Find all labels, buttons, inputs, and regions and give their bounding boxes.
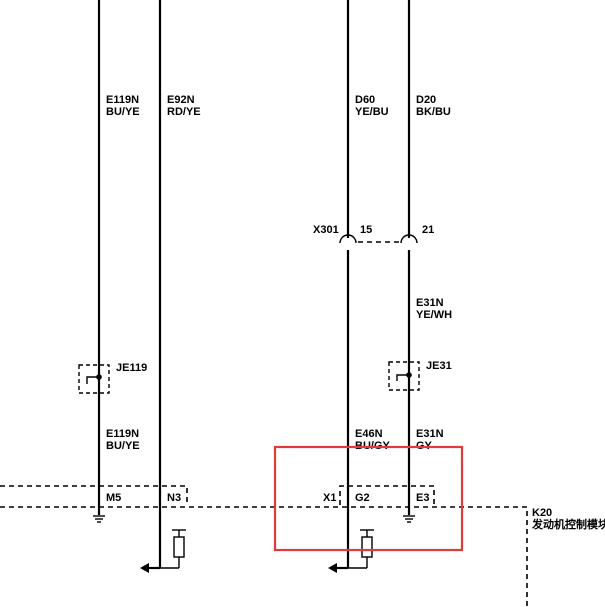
module-boundary (0, 506, 528, 607)
wire-label-e92n-top: E92N (167, 94, 195, 106)
splice-je31-label: JE31 (426, 360, 452, 372)
module-pin-n3: N3 (167, 492, 181, 504)
module-connector-right-block (339, 485, 435, 505)
module-id: K20 (532, 507, 552, 519)
connector-x301-pin21-label: 21 (422, 224, 434, 236)
connector-x301-pin15-arc[interactable] (339, 234, 357, 244)
module-pin-x1: X1 (323, 492, 336, 504)
resistor-icon (348, 529, 374, 569)
module-pin-m5: M5 (106, 492, 121, 504)
ground-icon (93, 515, 105, 523)
splice-je119[interactable] (78, 364, 110, 394)
module-pin-g2: G2 (355, 492, 370, 504)
wire-label-d60: D60 (355, 94, 375, 106)
module-connector-left-block (0, 485, 188, 505)
wire-color-e119n-bottom: BU/YE (106, 440, 140, 452)
ground-icon (403, 515, 415, 523)
wire-color-e119n-top: BU/YE (106, 106, 140, 118)
arrow-left-icon (140, 563, 160, 573)
resistor-icon (160, 529, 186, 569)
connector-x301-pin15-label: 15 (360, 224, 372, 236)
wire-label-d20: D20 (416, 94, 436, 106)
highlight-box (273, 445, 464, 552)
wire-color-e31n-mid: YE/WH (416, 309, 452, 321)
connector-x301-pin21-arc[interactable] (400, 234, 418, 244)
arrow-left-icon (328, 563, 348, 573)
splice-je119-label: JE119 (116, 362, 147, 374)
wire-label-e31n-mid: E31N (416, 297, 444, 309)
splice-je31[interactable] (388, 361, 420, 391)
wire-color-d60: YE/BU (355, 106, 389, 118)
connector-x301-label: X301 (313, 224, 339, 236)
wire-color-e92n-top: RD/YE (167, 106, 201, 118)
module-pin-e3: E3 (416, 492, 429, 504)
wire-label-e46n: E46N (355, 428, 383, 440)
wire-label-e119n-bottom: E119N (106, 428, 139, 440)
wire-label-e119n-top: E119N (106, 94, 139, 106)
wire-label-e31n-bottom: E31N (416, 428, 444, 440)
wire-color-d20: BK/BU (416, 106, 451, 118)
module-name: 发动机控制模块 (531, 517, 605, 531)
